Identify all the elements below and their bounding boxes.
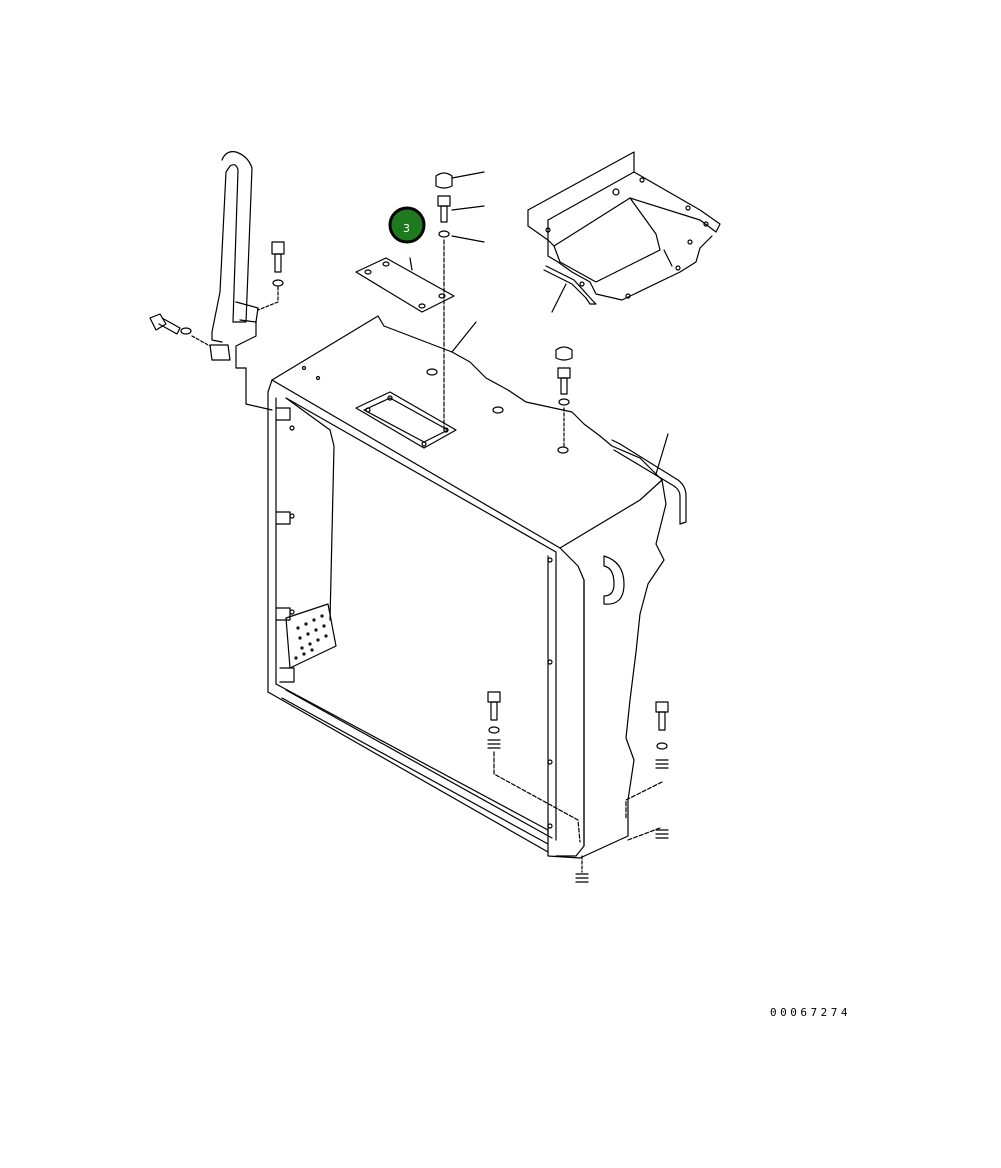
handrail xyxy=(209,151,259,361)
callout-circle[interactable] xyxy=(388,206,426,244)
leader-line-shroud xyxy=(451,321,477,353)
leader-line-handrail xyxy=(235,321,273,411)
bottom-nut xyxy=(575,855,589,883)
upper-left-bolt xyxy=(257,241,285,311)
right-bolt-stack xyxy=(555,346,573,449)
callout-number[interactable]: 3 xyxy=(403,222,410,235)
drawing-number: 00067274 xyxy=(770,1006,851,1019)
lower-center-bolt xyxy=(487,691,581,843)
left-bolt-set xyxy=(149,313,211,347)
lower-right-bolt xyxy=(625,701,669,841)
perforated-plate xyxy=(285,603,337,669)
top-opening xyxy=(355,391,457,449)
upper-bracket xyxy=(527,151,721,313)
seal-strip xyxy=(611,433,687,525)
center-bolt-stack xyxy=(435,171,485,431)
radiator-shroud xyxy=(267,315,667,859)
part-callout-3[interactable]: 3 xyxy=(388,206,426,244)
callout-leader xyxy=(409,257,413,271)
cover-plate xyxy=(355,257,455,313)
